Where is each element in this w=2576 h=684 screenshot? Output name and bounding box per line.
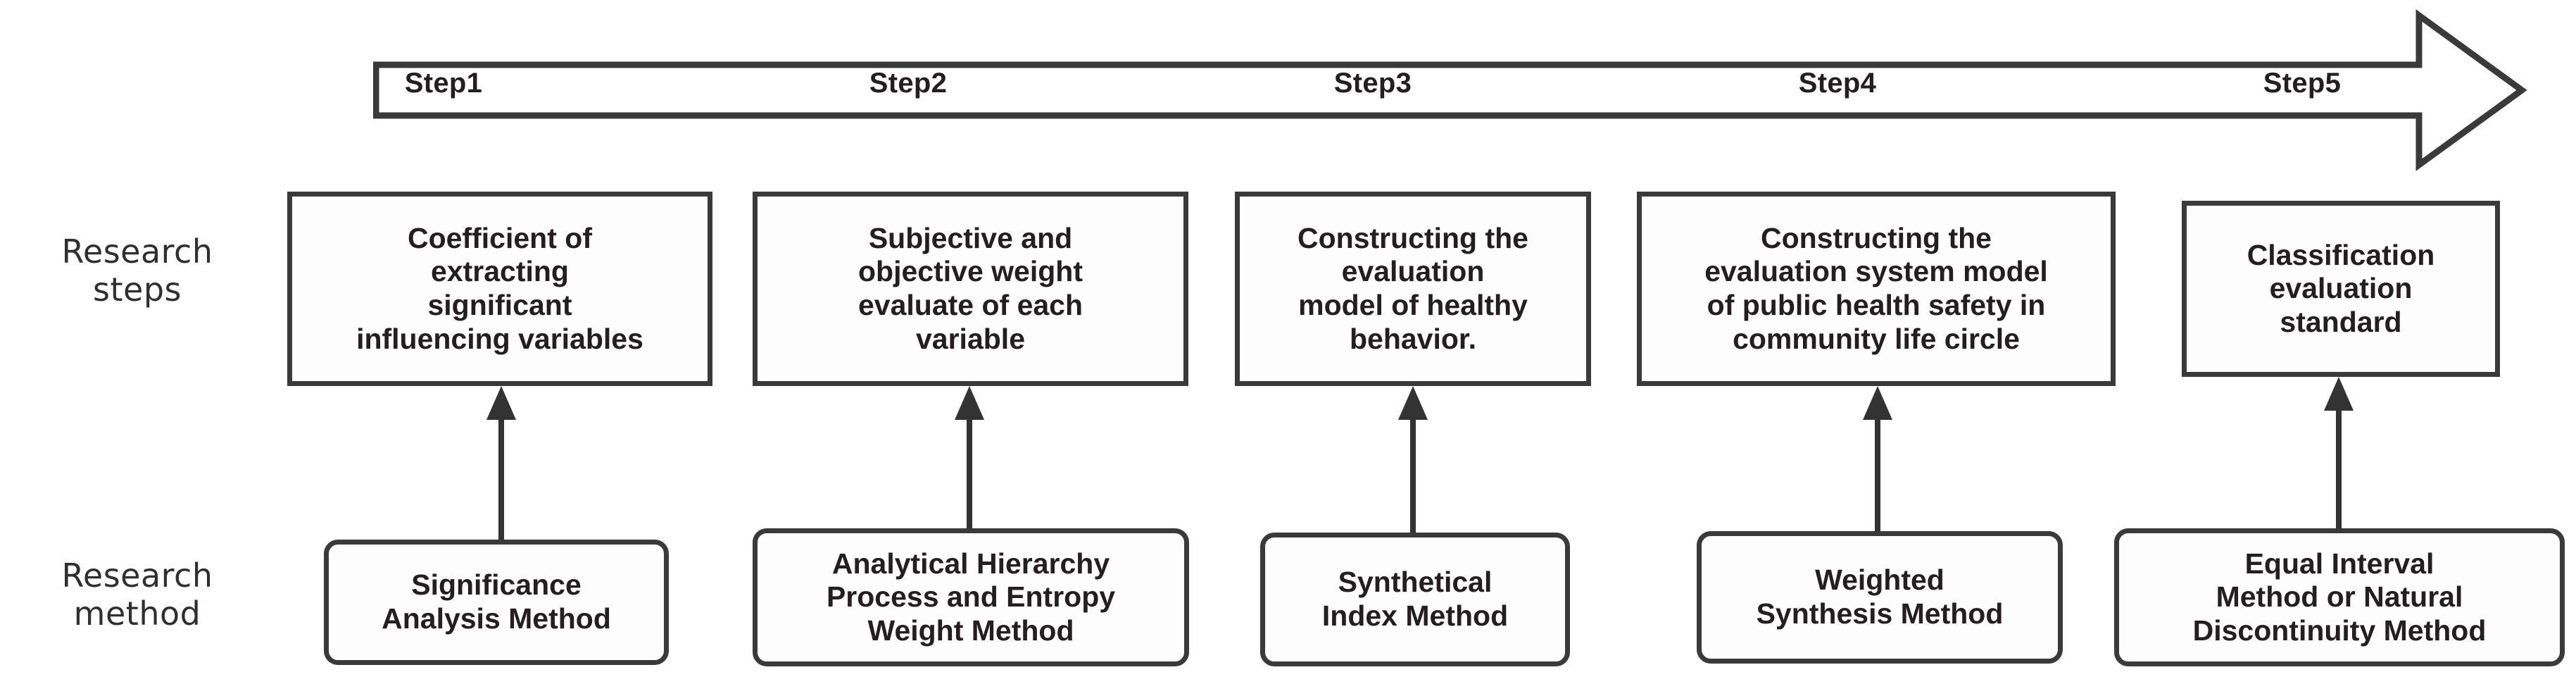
method-box-3-text: Synthetical Index Method — [1321, 566, 1509, 632]
step-box-3[interactable]: Constructing the evaluation model of hea… — [1235, 192, 1591, 386]
row-label-research-steps: Research steps — [61, 232, 213, 309]
step-box-5-text: Classification evaluation standard — [2247, 238, 2435, 338]
step-box-1-text: Coefficient of extracting significant in… — [356, 221, 643, 355]
connector-arrow-4 — [1859, 386, 1897, 538]
method-box-3[interactable]: Synthetical Index Method — [1260, 533, 1570, 666]
method-box-4[interactable]: Weighted Synthesis Method — [1697, 531, 2063, 664]
method-box-5[interactable]: Equal Interval Method or Natural Discont… — [2114, 528, 2565, 666]
step-caption-5: Step5 — [2263, 68, 2342, 99]
step-box-4-text: Constructing the evaluation system model… — [1704, 221, 2048, 355]
method-box-2-text: Analytical Hierarchy Process and Entropy… — [826, 547, 1116, 647]
step-caption-4: Step4 — [1798, 68, 1877, 99]
step-box-4[interactable]: Constructing the evaluation system model… — [1637, 192, 2116, 386]
method-box-1[interactable]: Significance Analysis Method — [324, 540, 669, 665]
timeline-arrow-shape — [373, 9, 2527, 171]
connector-arrow-3 — [1394, 386, 1432, 540]
step-box-5[interactable]: Classification evaluation standard — [2182, 201, 2500, 377]
step-box-1[interactable]: Coefficient of extracting significant in… — [287, 192, 712, 386]
step-box-3-text: Constructing the evaluation model of hea… — [1298, 221, 1528, 355]
step-caption-2: Step2 — [869, 68, 948, 99]
step-caption-3: Step3 — [1333, 68, 1412, 99]
step-box-2-text: Subjective and objective weight evaluate… — [857, 221, 1083, 355]
connector-arrow-2 — [950, 386, 988, 528]
method-box-2[interactable]: Analytical Hierarchy Process and Entropy… — [753, 528, 1189, 666]
method-box-1-text: Significance Analysis Method — [382, 568, 611, 635]
method-box-4-text: Weighted Synthesis Method — [1756, 564, 2004, 630]
step-box-2[interactable]: Subjective and objective weight evaluate… — [753, 192, 1188, 386]
connector-arrow-5 — [2320, 377, 2358, 528]
step-caption-1: Step1 — [404, 68, 483, 99]
connector-arrow-1 — [482, 386, 520, 542]
method-box-5-text: Equal Interval Method or Natural Discont… — [2192, 547, 2487, 647]
row-label-research-method: Research method — [61, 556, 213, 633]
timeline-arrow — [373, 6, 2527, 182]
